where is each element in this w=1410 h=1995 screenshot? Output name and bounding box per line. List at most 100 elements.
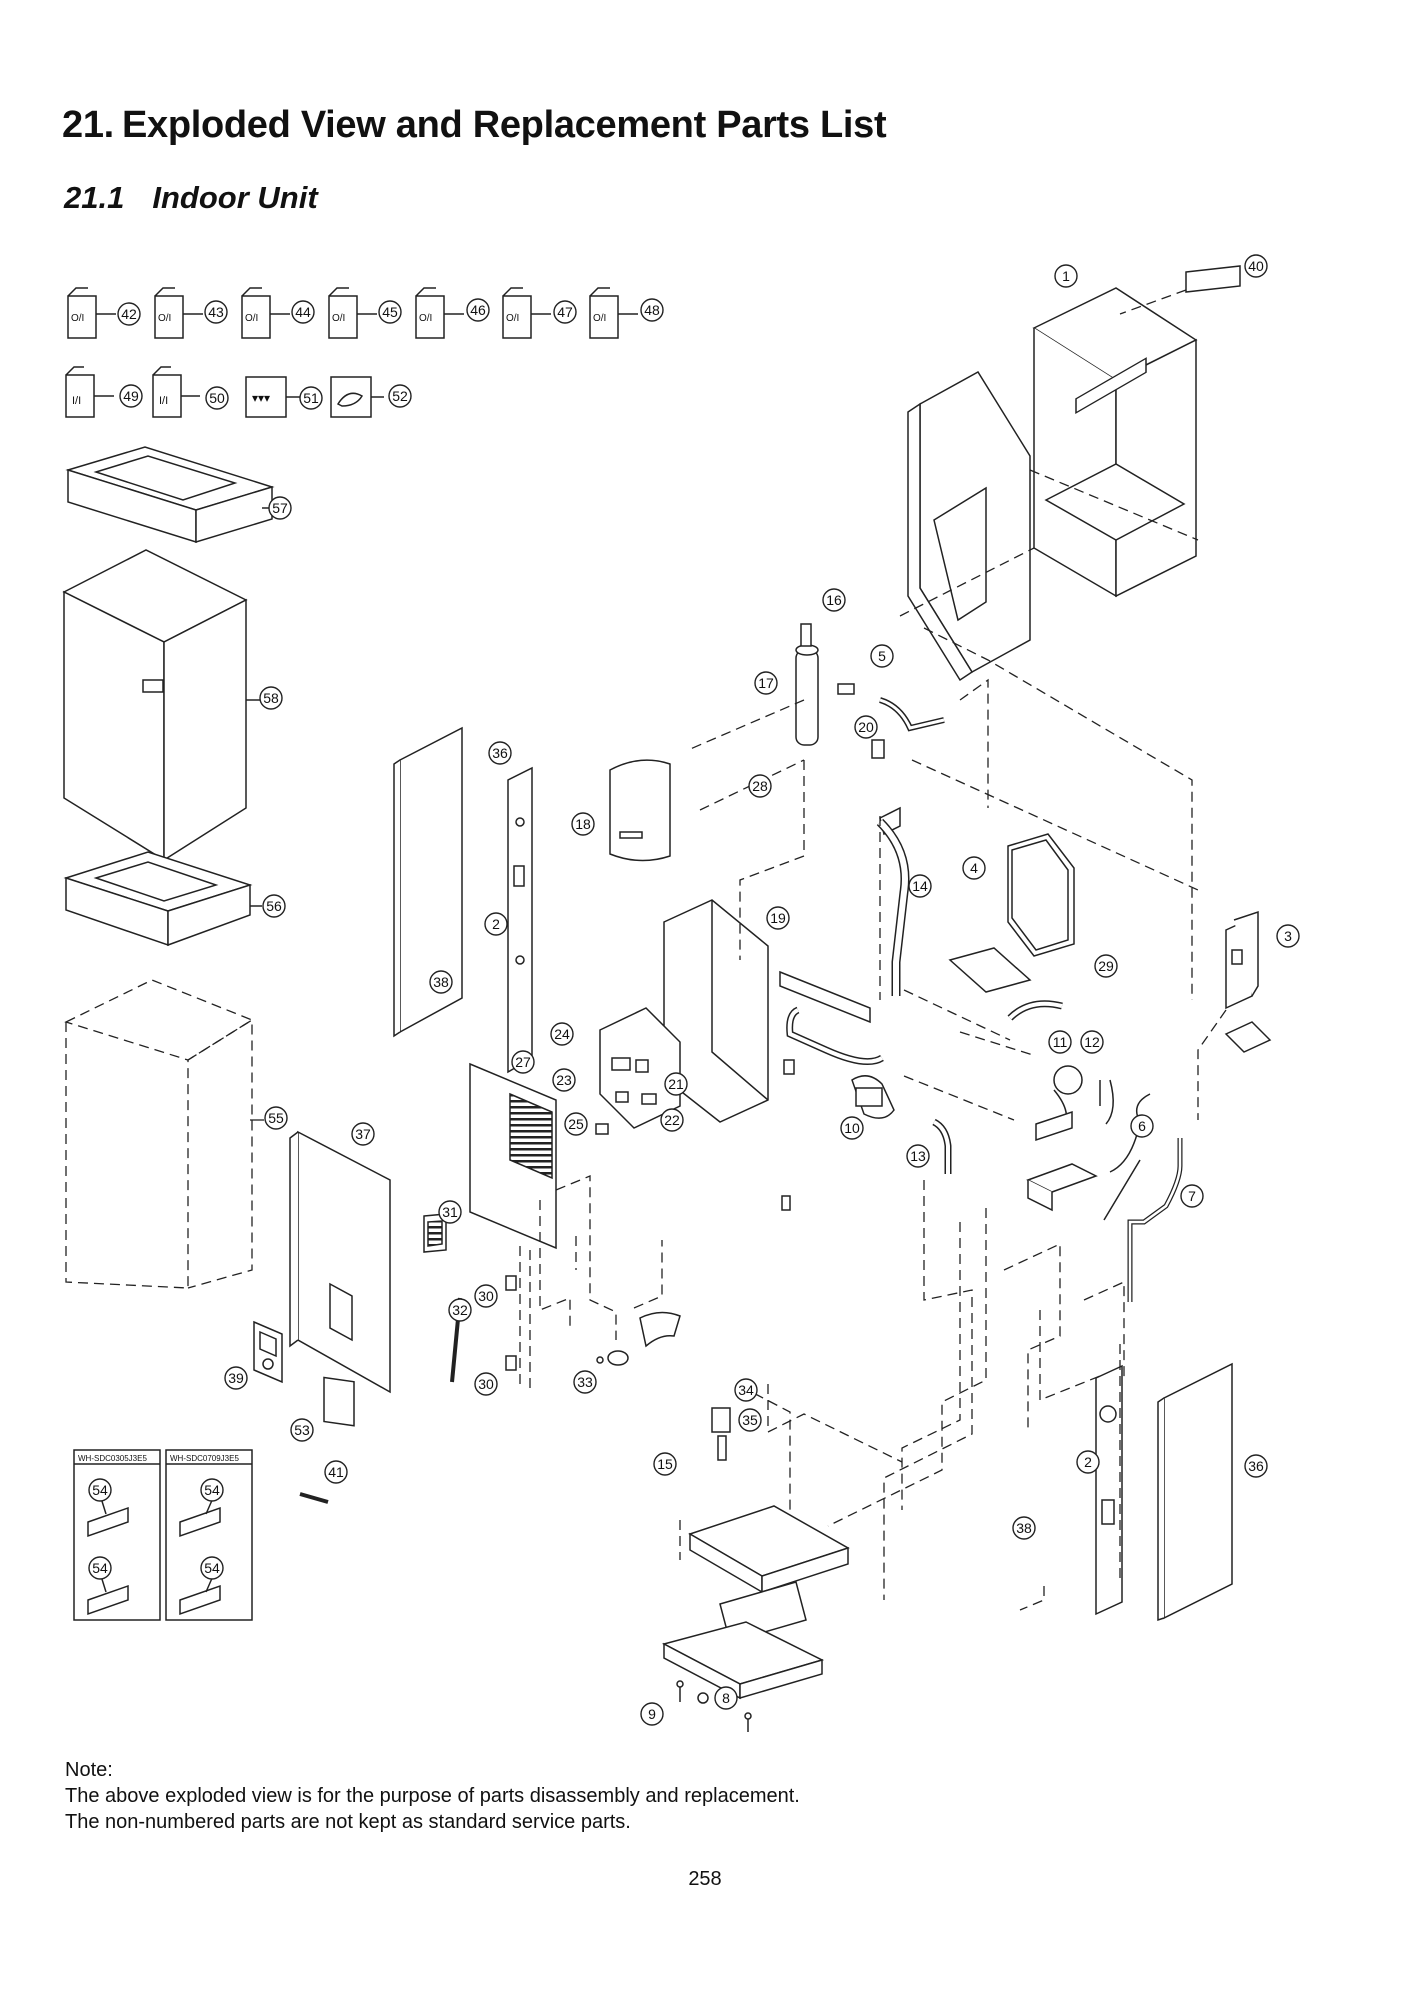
callout-number-42: 42 <box>121 306 137 322</box>
callout-circle-23 <box>552 1068 576 1092</box>
callout-34: 34 <box>734 1378 758 1402</box>
side-panel-left <box>393 726 533 1074</box>
note-label: Note: <box>65 1759 113 1781</box>
callout-number-20: 20 <box>858 719 874 735</box>
label-kit-boxes: WH-SDC0305J3E5 WH-SDC0709J3E5 <box>73 1449 253 1621</box>
callout-number-57: 57 <box>272 500 288 516</box>
callout-circle-29 <box>1094 954 1118 978</box>
section-heading: 21.Exploded View and Replacement Parts L… <box>62 104 887 147</box>
callout-circle-54 <box>88 1478 112 1502</box>
callout-number-8: 8 <box>722 1690 730 1706</box>
callout-number-34: 34 <box>738 1382 754 1398</box>
callout-circle-14 <box>908 874 932 898</box>
callout-20: 20 <box>854 715 878 739</box>
subsection-title: Indoor Unit <box>152 180 318 215</box>
operating-manual-label-45: O/I <box>332 313 345 324</box>
operating-manual-46: O/I <box>415 287 464 339</box>
callout-circle-41 <box>324 1460 348 1484</box>
callout-number-54-4: 54 <box>204 1560 220 1576</box>
front-cover-panel <box>289 1130 391 1394</box>
callout-number-29: 29 <box>1098 958 1114 974</box>
callout-circle-42 <box>117 302 141 326</box>
bottom-screws <box>676 1680 752 1732</box>
callout-circle-1 <box>1054 264 1078 288</box>
callout-27: 27 <box>511 1050 535 1074</box>
callout-1: 1 <box>1054 264 1078 288</box>
operating-manual-45: O/I <box>328 287 377 339</box>
callout-circle-44 <box>291 300 315 324</box>
callout-number-41: 41 <box>328 1464 344 1480</box>
callout-number-38b: 38 <box>1016 1520 1032 1536</box>
callout-28: 28 <box>748 774 772 798</box>
callout-19: 19 <box>766 906 790 930</box>
control-box-housing <box>663 899 871 1123</box>
callout-50: 50 <box>205 386 229 410</box>
callout-number-46: 46 <box>470 302 486 318</box>
screw-pack-icon: ▾▾▾ <box>252 391 270 405</box>
callout-21: 21 <box>664 1072 688 1096</box>
operating-manual-label-44: O/I <box>245 313 258 324</box>
subsection-number: 21.1 <box>64 180 125 215</box>
callout-32: 32 <box>448 1298 472 1322</box>
callout-number-9: 9 <box>648 1706 656 1722</box>
callout-30b: 30 <box>474 1372 498 1396</box>
callout-33: 33 <box>573 1370 597 1394</box>
back-frame <box>1032 287 1198 598</box>
callout-38b: 38 <box>1012 1516 1036 1540</box>
page-number: 258 <box>688 1868 722 1890</box>
callout-circle-36b <box>1244 1454 1268 1478</box>
callout-number-37: 37 <box>355 1126 371 1142</box>
callout-number-54: 54 <box>92 1482 108 1498</box>
callout-number-36b: 36 <box>1248 1458 1264 1474</box>
callout-circle-12 <box>1080 1030 1104 1054</box>
callout-circle-30 <box>474 1284 498 1308</box>
display-panel <box>423 1213 447 1253</box>
tank-cover <box>609 759 671 862</box>
callout-number-51: 51 <box>303 390 319 406</box>
callout-circle-32 <box>448 1298 472 1322</box>
note-block: Note: The above exploded view is for the… <box>65 1757 800 1835</box>
callout-circle-16 <box>822 588 846 612</box>
misc-parts <box>450 1059 795 1383</box>
callout-53: 53 <box>290 1418 314 1442</box>
callout-number-28: 28 <box>752 778 768 794</box>
callout-circle-40 <box>1244 254 1268 278</box>
assembly-guide-lines <box>519 289 1227 1611</box>
callout-7: 7 <box>1180 1184 1204 1208</box>
note-line-1: The above exploded view is for the purpo… <box>65 1785 800 1807</box>
callout-number-12: 12 <box>1084 1034 1100 1050</box>
callout-circle-37 <box>351 1122 375 1146</box>
callout-number-44: 44 <box>295 304 311 320</box>
callout-number-17: 17 <box>758 675 774 691</box>
callout-16: 16 <box>822 588 846 612</box>
callout-3: 3 <box>1276 924 1300 948</box>
callout-14: 14 <box>908 874 932 898</box>
callout-circle-46 <box>466 298 490 322</box>
operating-manual-label-46: O/I <box>419 313 432 324</box>
callout-56: 56 <box>262 894 286 918</box>
manual-card <box>323 1376 355 1427</box>
callout-number-32: 32 <box>452 1302 468 1318</box>
callout-13: 13 <box>906 1144 930 1168</box>
callout-number-53: 53 <box>294 1422 310 1438</box>
callout-number-23: 23 <box>556 1072 572 1088</box>
callout-number-22: 22 <box>664 1112 680 1128</box>
callout-29: 29 <box>1094 954 1118 978</box>
callout-circle-47 <box>553 300 577 324</box>
callout-number-21: 21 <box>668 1076 684 1092</box>
callout-number-54-2: 54 <box>92 1560 108 1576</box>
base-tray <box>661 1505 850 1700</box>
callout-number-16: 16 <box>826 592 842 608</box>
flow-sensor-assembly <box>1007 1000 1151 1221</box>
spare-clip <box>299 1492 329 1504</box>
section-number: 21. <box>62 104 114 146</box>
callout-number-52: 52 <box>392 388 408 404</box>
kit-label-a: WH-SDC0305J3E5 <box>78 1454 147 1463</box>
callout-circle-9 <box>640 1702 664 1726</box>
operating-manual-44: O/I <box>241 287 290 339</box>
callout-number-36: 36 <box>492 745 508 761</box>
callout-number-11: 11 <box>1053 1034 1068 1050</box>
callout-circle-8 <box>714 1686 738 1710</box>
